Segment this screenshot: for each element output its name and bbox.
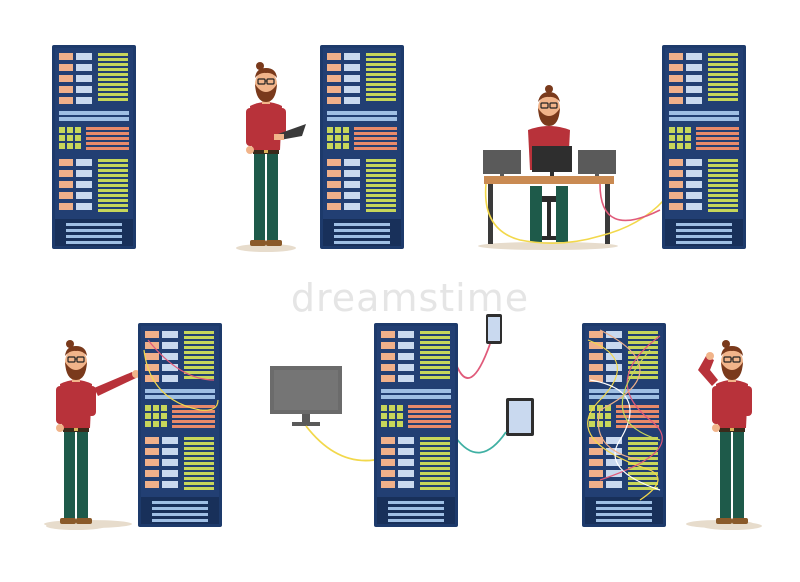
monitor-icon <box>270 366 342 426</box>
server-rack-5 <box>374 323 458 527</box>
engineer-pointing <box>44 340 140 530</box>
monitor-icon <box>532 146 572 178</box>
monitor-icon <box>483 150 521 180</box>
monitor-icon <box>578 150 616 180</box>
laptop-icon <box>278 124 306 140</box>
smartphone-icon <box>486 314 502 344</box>
tablet-icon <box>506 398 534 436</box>
desk <box>484 176 614 184</box>
connected-devices <box>270 314 534 462</box>
server-rack-6-tangled <box>582 323 666 527</box>
server-rack-2 <box>320 45 404 249</box>
engineer-confused <box>686 340 762 530</box>
engineer-with-laptop <box>236 62 306 252</box>
engineer-at-desk <box>478 85 665 250</box>
server-rack-1 <box>52 45 136 249</box>
tangled-cables <box>587 329 663 501</box>
server-rack-4 <box>138 323 222 527</box>
server-rack-3 <box>662 45 746 249</box>
